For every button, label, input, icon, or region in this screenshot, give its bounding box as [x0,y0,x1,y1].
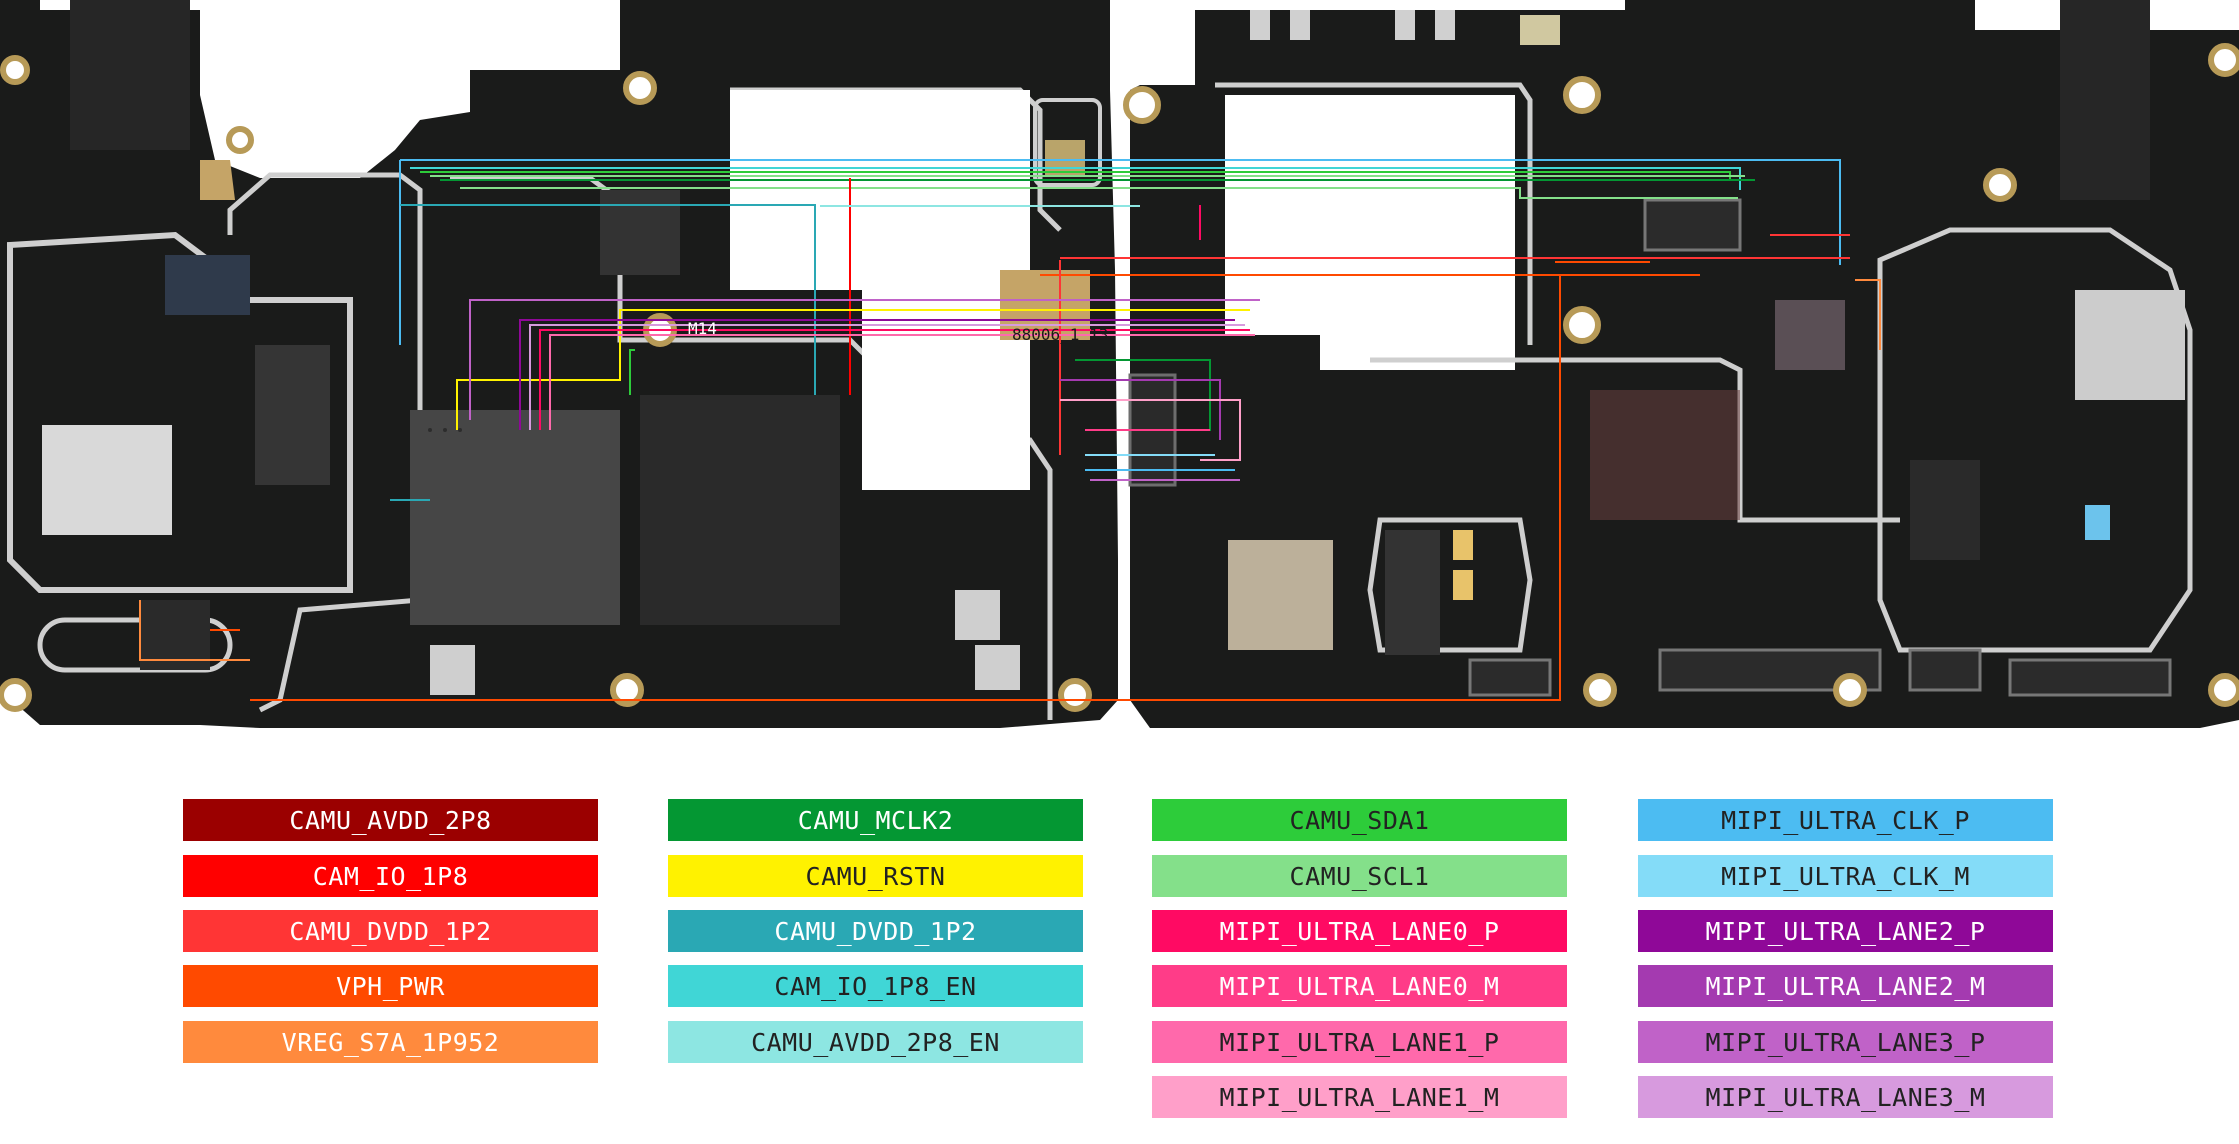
legend-item-mipi-ultra-lane3-m: MIPI_ULTRA_LANE3_M [1638,1076,2053,1118]
legend-item-camu-scl1: CAMU_SCL1 [1152,855,1567,897]
board-label-connector: 88006_1_13 [1012,325,1108,344]
pcb-diagram: M14 88006_1_13 [0,0,2239,728]
legend-item-mipi-ultra-clk-m: MIPI_ULTRA_CLK_M [1638,855,2053,897]
legend-item-camu-dvdd-1p2: CAMU_DVDD_1P2 [183,910,598,952]
legend-item-mipi-ultra-lane3-p: MIPI_ULTRA_LANE3_P [1638,1021,2053,1063]
left-board [0,0,1118,728]
board-labels: M14 88006_1_13 [688,319,1108,344]
legend-item-mipi-ultra-lane2-p: MIPI_ULTRA_LANE2_P [1638,910,2053,952]
right-board [1123,0,2239,728]
legend-item-cam-io-1p8-en: CAM_IO_1P8_EN [668,965,1083,1007]
board-label-m14: M14 [688,319,717,338]
legend-item-mipi-ultra-lane0-p: MIPI_ULTRA_LANE0_P [1152,910,1567,952]
legend-item-vph-pwr: VPH_PWR [183,965,598,1007]
legend-item-camu-rstn: CAMU_RSTN [668,855,1083,897]
legend-item-cam-io-1p8: CAM_IO_1P8 [183,855,598,897]
legend-item-mipi-ultra-lane1-p: MIPI_ULTRA_LANE1_P [1152,1021,1567,1063]
legend-item-camu-mclk2: CAMU_MCLK2 [668,799,1083,841]
legend-item-camu-avdd-2p8: CAMU_AVDD_2P8 [183,799,598,841]
trace-overlay [139,159,1881,701]
legend-item-vreg-s7a-1p952: VREG_S7A_1P952 [183,1021,598,1063]
legend-item-camu-dvdd-1p2-b: CAMU_DVDD_1P2 [668,910,1083,952]
legend-item-mipi-ultra-lane0-m: MIPI_ULTRA_LANE0_M [1152,965,1567,1007]
legend-item-camu-avdd-2p8-en: CAMU_AVDD_2P8_EN [668,1021,1083,1063]
legend-item-mipi-ultra-clk-p: MIPI_ULTRA_CLK_P [1638,799,2053,841]
legend-item-camu-sda1: CAMU_SDA1 [1152,799,1567,841]
legend-item-mipi-ultra-lane1-m: MIPI_ULTRA_LANE1_M [1152,1076,1567,1118]
legend-item-mipi-ultra-lane2-m: MIPI_ULTRA_LANE2_M [1638,965,2053,1007]
